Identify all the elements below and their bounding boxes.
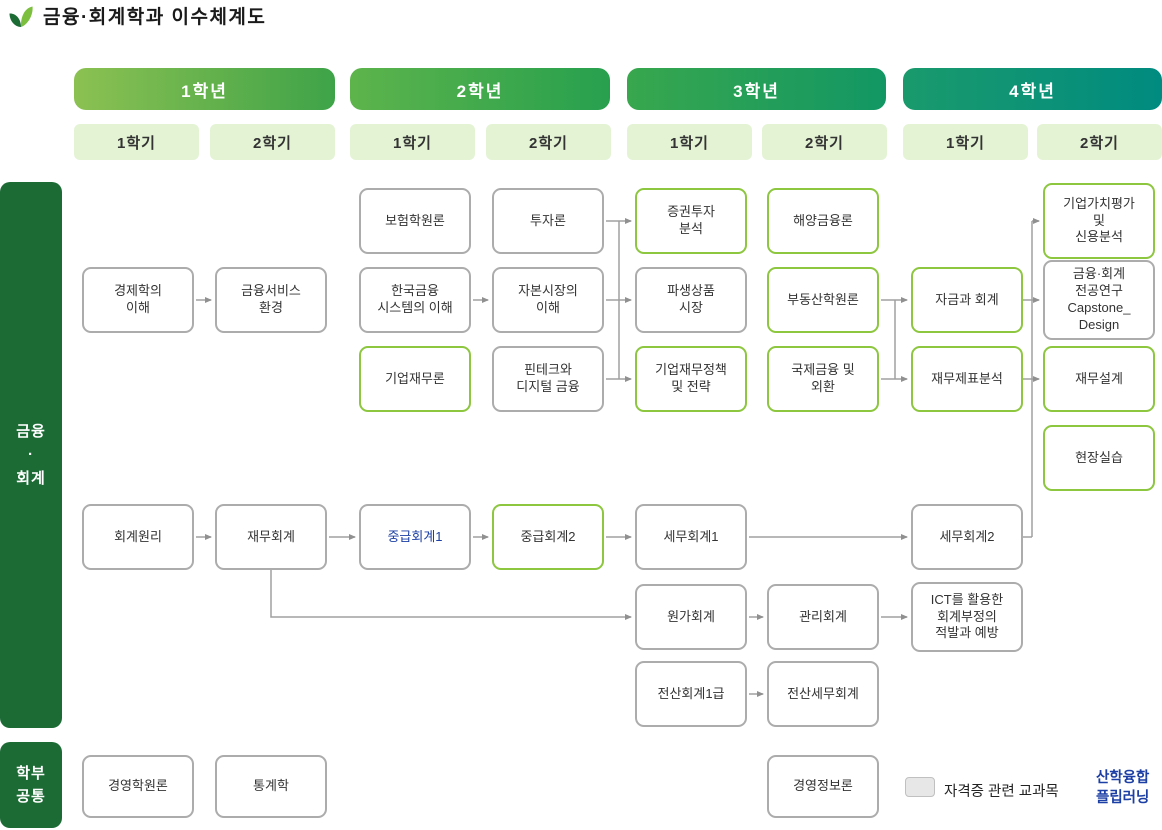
- course-box: 증권투자 분석: [635, 188, 747, 254]
- course-box: 기업재무정책 및 전략: [635, 346, 747, 412]
- course-box: 투자론: [492, 188, 604, 254]
- course-box: 파생상품 시장: [635, 267, 747, 333]
- semester-chip-y3s2: 2학기: [762, 124, 887, 160]
- course-box: 중급회계1: [359, 504, 471, 570]
- course-box: 핀테크와 디지털 금융: [492, 346, 604, 412]
- track-label-common: 학부 공통: [0, 742, 62, 828]
- page-header: 금융·회계학과 이수체계도: [8, 2, 266, 29]
- course-box: 세무회계1: [635, 504, 747, 570]
- course-box: 회계원리: [82, 504, 194, 570]
- course-box: 금융서비스 환경: [215, 267, 327, 333]
- semester-chip-y1s1: 1학기: [74, 124, 199, 160]
- course-box: 전산회계1급: [635, 661, 747, 727]
- certificate-course-swatch: [905, 777, 935, 797]
- year-band-2: 2학년: [350, 68, 610, 110]
- track-label-finance-accounting: 금융 · 회계: [0, 182, 62, 728]
- semester-chip-y4s2: 2학기: [1037, 124, 1162, 160]
- course-box: 전산세무회계: [767, 661, 879, 727]
- legend-certificate-label: 자격증 관련 교과목: [944, 784, 1059, 800]
- course-box: 세무회계2: [911, 504, 1023, 570]
- year-band-4: 4학년: [903, 68, 1162, 110]
- course-box: 현장실습: [1043, 425, 1155, 491]
- course-box: 원가회계: [635, 584, 747, 650]
- course-box: 부동산학원론: [767, 267, 879, 333]
- course-box: 보험학원론: [359, 188, 471, 254]
- course-box: 금융·회계 전공연구 Capstone_ Design: [1043, 260, 1155, 340]
- course-box: 재무설계: [1043, 346, 1155, 412]
- legend-flipped-learning-label: 산학융합 플립러닝: [1096, 770, 1150, 807]
- semester-chip-y2s2: 2학기: [486, 124, 611, 160]
- course-box: 국제금융 및 외환: [767, 346, 879, 412]
- course-box: 통계학: [215, 755, 327, 818]
- course-box: 경제학의 이해: [82, 267, 194, 333]
- course-box: 중급회계2: [492, 504, 604, 570]
- sprout-icon: [9, 6, 33, 27]
- course-box: 경영정보론: [767, 755, 879, 818]
- course-box: 한국금융 시스템의 이해: [359, 267, 471, 333]
- course-box: 자금과 회계: [911, 267, 1023, 333]
- course-box: 자본시장의 이해: [492, 267, 604, 333]
- course-box: 관리회계: [767, 584, 879, 650]
- semester-chip-y4s1: 1학기: [903, 124, 1028, 160]
- semester-chip-y1s2: 2학기: [210, 124, 335, 160]
- course-box: 재무회계: [215, 504, 327, 570]
- year-band-3: 3학년: [627, 68, 886, 110]
- page-title: 금융·회계학과 이수체계도: [43, 7, 267, 28]
- semester-chip-y2s1: 1학기: [350, 124, 475, 160]
- course-box: 경영학원론: [82, 755, 194, 818]
- course-box: 기업재무론: [359, 346, 471, 412]
- course-box: 기업가치평가 및 신용분석: [1043, 183, 1155, 259]
- course-box: ICT를 활용한 회계부정의 적발과 예방: [911, 582, 1023, 652]
- course-box: 재무제표분석: [911, 346, 1023, 412]
- course-box: 해양금융론: [767, 188, 879, 254]
- semester-chip-y3s1: 1학기: [627, 124, 752, 160]
- year-band-1: 1학년: [74, 68, 335, 110]
